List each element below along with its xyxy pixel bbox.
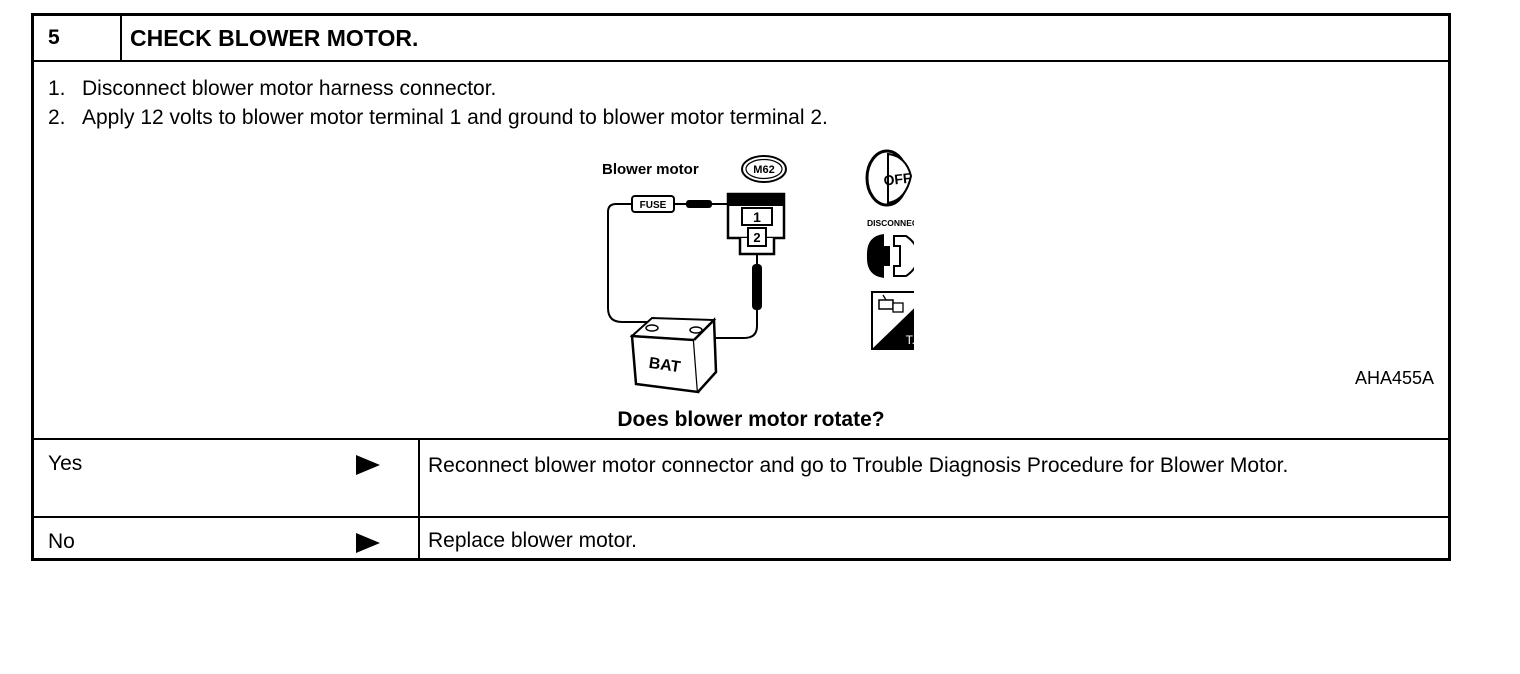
- tester-ts-icon: [871, 291, 914, 350]
- answer-label: No: [48, 530, 75, 553]
- instruction-item: 1. Disconnect blower motor harness connec…: [48, 74, 828, 103]
- question: Does blower motor rotate?: [617, 408, 885, 431]
- action-text: Reconnect blower motor connector and go …: [418, 440, 1448, 516]
- instruction-item: 2. Apply 12 volts to blower motor termina…: [48, 103, 828, 132]
- instruction-number: 2.: [48, 106, 66, 129]
- result-row-yes: Yes Reconnect blower motor connector and…: [34, 440, 1448, 518]
- ignition-off-label: OFF: [883, 170, 913, 189]
- battery-label: BAT: [648, 355, 682, 376]
- fuse-label: FUSE: [640, 200, 667, 211]
- blower-motor-label: Blower motor: [602, 161, 699, 178]
- terminal-1-label: 1: [753, 209, 761, 225]
- disconnect-connector-icon: [866, 234, 914, 278]
- ground-lead: [712, 254, 762, 339]
- step-title: CHECK BLOWER MOTOR.: [130, 25, 419, 51]
- connector-id-badge: [741, 155, 787, 183]
- connector-id: M62: [753, 164, 774, 176]
- diagnosis-step-table: 5 CHECK BLOWER MOTOR. 1. Disconnect blowe…: [31, 13, 1451, 561]
- instruction-text: Apply 12 volts to blower motor terminal …: [82, 106, 828, 129]
- battery: [629, 316, 718, 394]
- step-body: 1. Disconnect blower motor harness connec…: [34, 62, 1448, 440]
- step-header: 5 CHECK BLOWER MOTOR.: [34, 16, 1448, 62]
- arrow-right-icon: [356, 455, 380, 475]
- step-number: 5: [34, 16, 122, 60]
- answer-label: Yes: [48, 452, 83, 475]
- ignition-off-icon: [865, 149, 913, 207]
- fuse-lead: [607, 195, 746, 323]
- disconnect-label: DISCONNECT: [867, 218, 914, 228]
- instruction-number: 1.: [48, 77, 66, 100]
- ts-label: T.S.: [906, 333, 914, 347]
- figure-id: AHA455A: [1354, 368, 1434, 388]
- action-text: Replace blower motor.: [418, 518, 1448, 558]
- arrow-right-icon: [356, 533, 380, 553]
- terminal-2-label: 2: [753, 230, 760, 245]
- instruction-list: 1. Disconnect blower motor harness connec…: [48, 74, 828, 132]
- harness-connector: [726, 192, 786, 256]
- result-row-no: No Replace blower motor.: [34, 518, 1448, 558]
- instruction-text: Disconnect blower motor harness connecto…: [82, 77, 497, 100]
- wiring-figure: Blower motor M62 1 2 FUSE: [602, 149, 914, 394]
